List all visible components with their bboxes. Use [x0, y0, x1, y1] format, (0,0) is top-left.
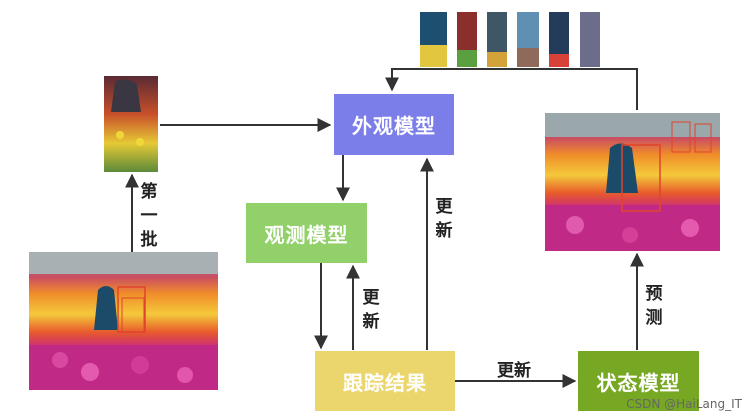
tracking-result-label: 跟踪结果 [343, 370, 427, 395]
label-update-center: 更 新 [435, 197, 453, 241]
state-model-box: 状态模型 [578, 351, 699, 411]
watermark: CSDN @HaiLang_IT [626, 397, 742, 411]
label-update-bottom: 更新 [497, 361, 531, 381]
arrows [125, 68, 644, 388]
arrow-strip-to-appearance [385, 68, 638, 110]
appearance-model-box: 外观模型 [334, 94, 454, 155]
photo-frame-right [545, 113, 720, 251]
observation-model-box: 观测模型 [246, 203, 367, 263]
label-predict: 预 测 [645, 284, 663, 328]
cropped-target-patch [104, 76, 158, 172]
tracking-result-box: 跟踪结果 [315, 351, 455, 411]
appearance-sample-strip [420, 12, 600, 67]
state-model-label: 状态模型 [596, 370, 681, 395]
photo-frame-left [29, 252, 218, 390]
appearance-model-label: 外观模型 [352, 114, 436, 138]
label-update-left: 更 新 [362, 288, 380, 332]
observation-model-label: 观测模型 [264, 222, 349, 247]
label-first-batch: 第 一 批 [140, 182, 158, 250]
